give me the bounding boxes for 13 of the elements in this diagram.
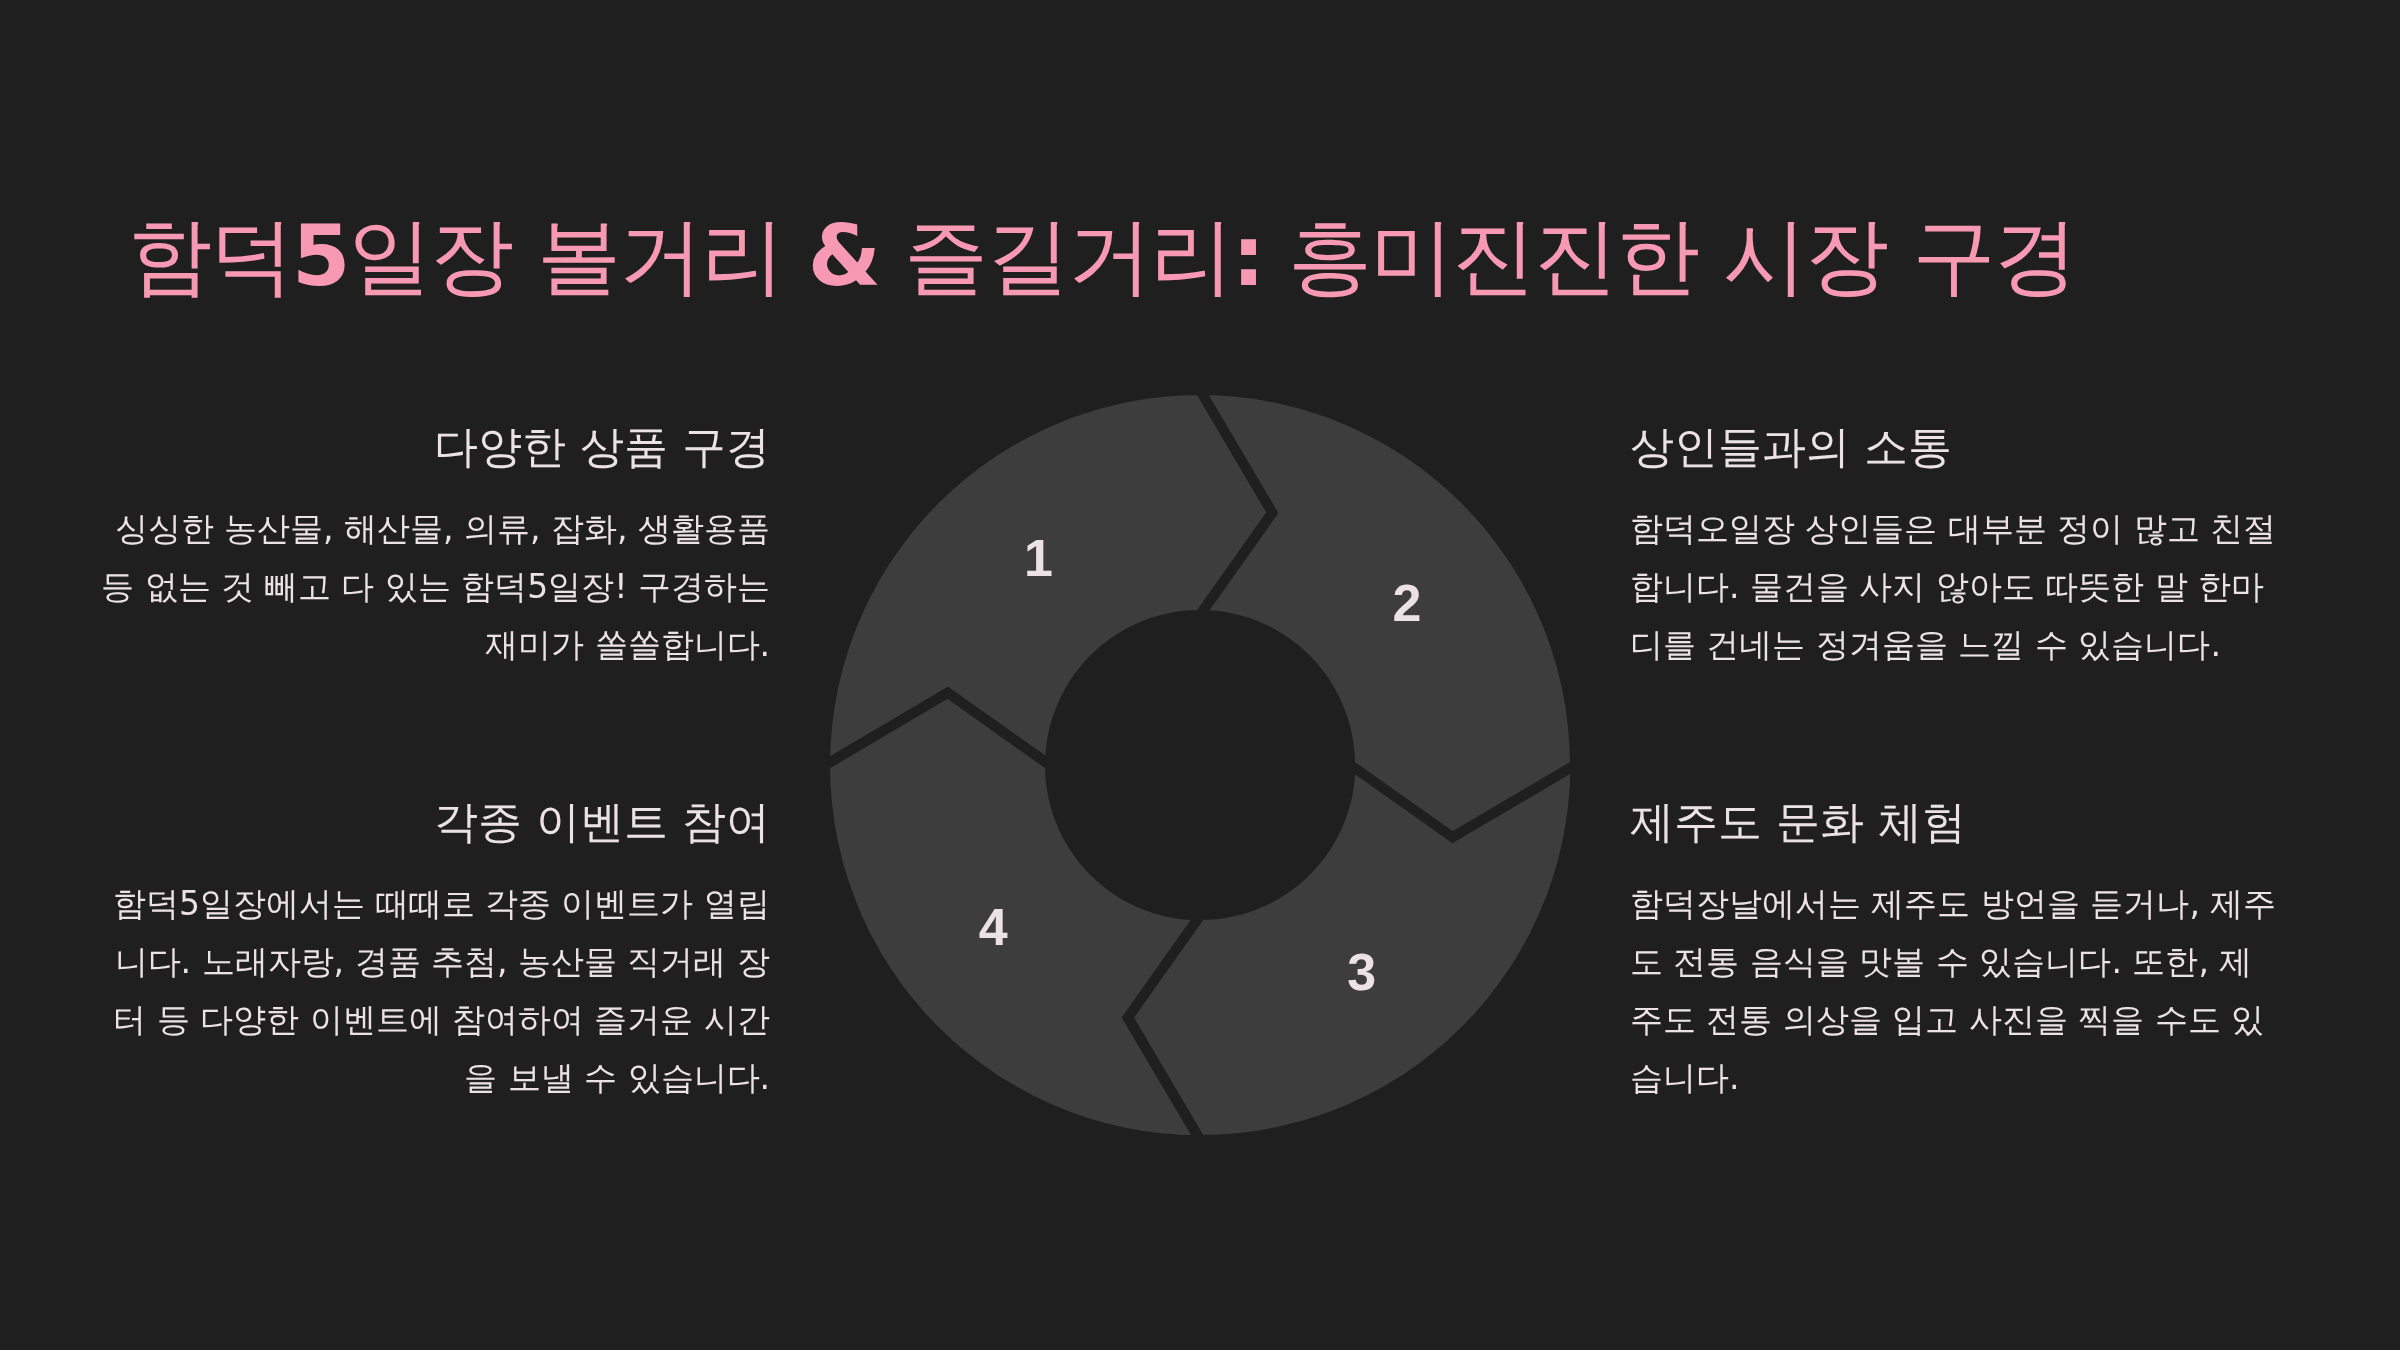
step-number: 3 <box>1347 941 1377 1002</box>
section-text: 함덕5일장에서는 때때로 각종 이벤트가 열립니다. 노래자랑, 경품 추첨, 농산물 직거래 장터 등 다양한 이벤트에 참여하여 즐거운 시간을 보낼 수 있습니다. <box>112 883 770 1099</box>
title: 함덕5일장 볼거리 & 즐길거리: 흥미진진한 시장 구경 <box>128 206 2076 307</box>
section-heading: 제주도 문화 체험 <box>1630 795 1967 849</box>
step-number: 4 <box>978 896 1008 957</box>
section-heading: 상인들과의 소통 <box>1630 420 1953 474</box>
section-heading: 각종 이벤트 참여 <box>433 795 770 849</box>
section-text: 함덕장날에서는 제주도 방언을 듣거나, 제주도 전통 음식을 맛볼 수 있습니다. 또한, 제주도 전통 의상을 입고 사진을 찍을 수도 있습니다. <box>1630 883 2278 1099</box>
step-number: 1 <box>1023 528 1053 589</box>
section-text: 함덕오일장 상인들은 대부분 정이 많고 친절합니다. 물건을 사지 않아도 따뜻한 말 한마디를 건네는 정겨움을 느낄 수 있습니다. <box>1630 508 2278 666</box>
section-heading: 다양한 상품 구경 <box>433 420 770 474</box>
step-number: 2 <box>1392 573 1422 634</box>
section-text: 싱싱한 농산물, 해산물, 의류, 잡화, 생활용품 등 없는 것 빼고 다 있는 함덕5일장! 구경하는 재미가 쏠쏠합니다. <box>100 508 770 666</box>
